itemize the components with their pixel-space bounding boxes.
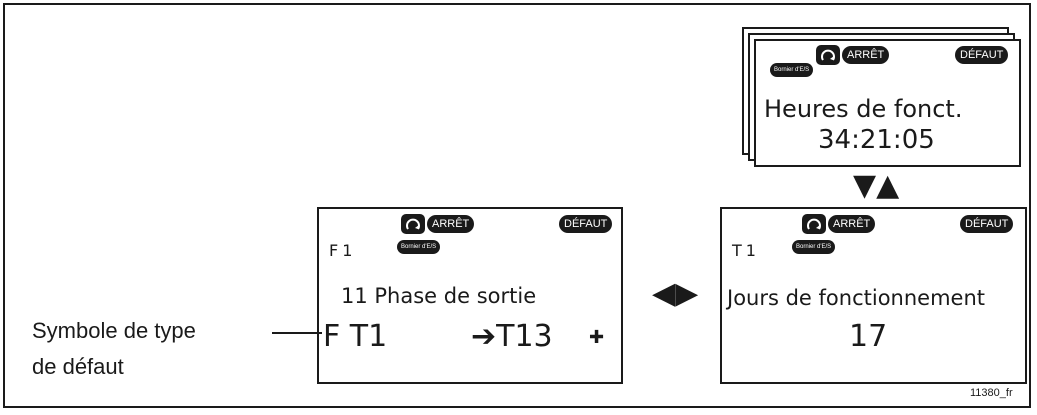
terminal-status: Bornier d'E/S (397, 240, 441, 254)
scroll-arrow-icon: ✚ (589, 327, 605, 348)
caption-line-2: de défaut (32, 354, 124, 379)
display-line-2: 17 (849, 319, 888, 354)
display-line-2: 34:21:05 (818, 125, 935, 155)
up-down-arrows: ▼▲ (853, 168, 900, 203)
location-indicator: F1 (329, 241, 357, 260)
display-line-1: Jours de fonctionnement (727, 286, 985, 310)
top-display: ARRÊT DÉFAUT Bornier d'E/S Heures de fon… (754, 39, 1021, 167)
location-indicator: T1 (732, 241, 760, 260)
fault-status: DÉFAUT (960, 215, 1014, 233)
left-display: ARRÊT DÉFAUT Bornier d'E/S F1 11 Phase d… (317, 207, 623, 384)
fault-range: ➔T13 (471, 319, 553, 354)
fault-code: F T1 (323, 319, 388, 354)
terminal-status: Bornier d'E/S (792, 240, 836, 254)
figure-frame (3, 3, 1031, 408)
rotation-icon (401, 214, 425, 234)
stop-status: ARRÊT (427, 215, 475, 233)
rotation-icon (816, 45, 840, 65)
fault-status: DÉFAUT (559, 215, 613, 233)
right-display: ARRÊT DÉFAUT Bornier d'E/S T1 Jours de f… (720, 207, 1027, 384)
leader-line (272, 332, 322, 334)
stop-status: ARRÊT (828, 215, 876, 233)
display-line-1: 11 Phase de sortie (341, 284, 537, 308)
stop-status: ARRÊT (842, 46, 890, 64)
figure-code: 11380_fr (970, 387, 1013, 399)
rotation-icon (802, 214, 826, 234)
caption-line-1: Symbole de type (32, 318, 196, 343)
fault-status: DÉFAUT (955, 46, 1009, 64)
left-right-arrows: ◀▶ (652, 276, 699, 311)
display-line-1: Heures de fonct. (764, 95, 963, 123)
terminal-status: Bornier d'E/S (770, 63, 814, 77)
